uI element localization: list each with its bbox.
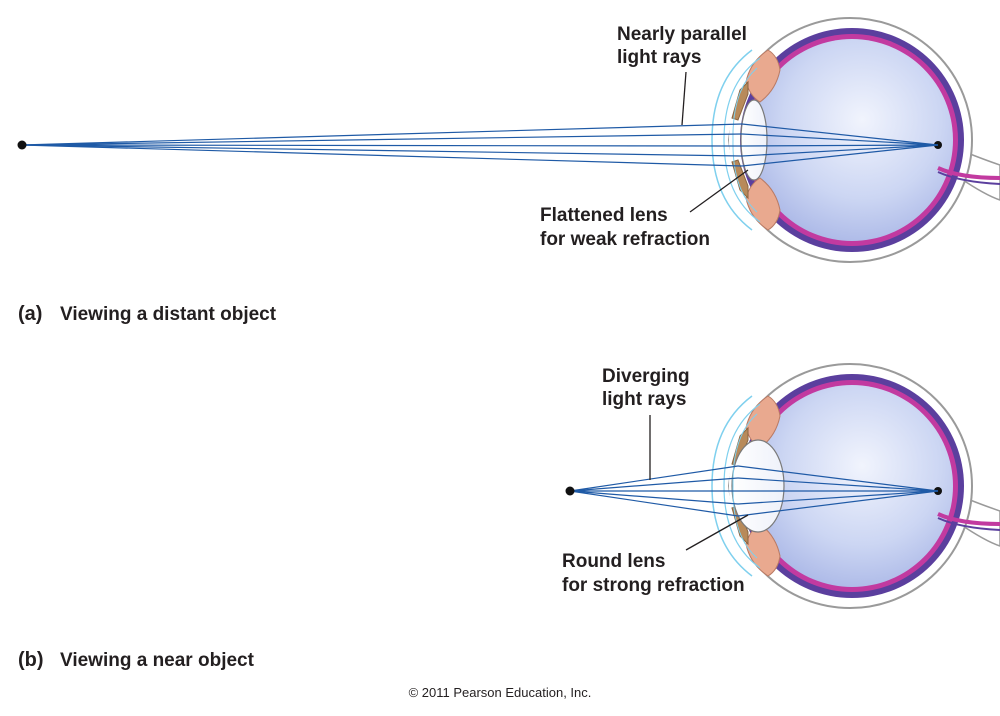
blood-vessel-a (937, 166, 1000, 180)
lens-label-a-line1: Flattened lens (540, 205, 668, 226)
blood-vessel-dark-b (937, 517, 1000, 531)
near-object-point (565, 486, 575, 496)
rays-leader-a (681, 71, 687, 126)
anterior-chamber-b (715, 401, 770, 571)
panel-a-title: Viewing a distant object (60, 304, 277, 325)
light-rays-b (569, 465, 939, 517)
lens-leader-a (689, 169, 749, 213)
rays-label-b-line1: Diverging (602, 366, 690, 387)
panel-b-letter: (b) (18, 649, 44, 671)
cornea-mid-a (732, 67, 758, 213)
cornea-inner-b (723, 403, 761, 569)
rays-label-b-line2: light rays (602, 389, 686, 410)
rays-label-a-line2: light rays (617, 47, 701, 68)
cornea-b (711, 395, 753, 577)
panel-a-letter: (a) (18, 303, 42, 325)
panel-a: Nearly parallel light rays Flattened len… (17, 17, 1000, 325)
lens-leader-b (685, 514, 749, 551)
flattened-lens-a (740, 99, 768, 181)
rays-label-a-line1: Nearly parallel (617, 24, 747, 45)
anterior-chamber-a (715, 55, 770, 225)
distant-object-point (17, 140, 27, 150)
lens-label-b-line1: Round lens (562, 551, 665, 572)
blood-vessel-b (937, 512, 1000, 526)
copyright: © 2011 Pearson Education, Inc. (409, 685, 592, 700)
cornea-a (711, 49, 753, 231)
round-lens-b (731, 439, 785, 533)
panel-b-title: Viewing a near object (60, 650, 255, 671)
cornea-inner-a (723, 57, 761, 223)
panel-b: Diverging light rays Round lens for stro… (18, 363, 1000, 671)
light-rays-a (21, 123, 939, 167)
cornea-mid-b (732, 413, 758, 559)
lens-label-a-line2: for weak refraction (540, 229, 710, 250)
lens-label-b-line2: for strong refraction (562, 575, 745, 596)
blood-vessel-dark-a (937, 171, 1000, 185)
